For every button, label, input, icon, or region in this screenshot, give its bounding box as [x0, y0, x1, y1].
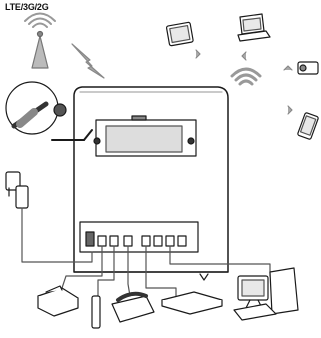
router-device — [74, 87, 228, 280]
projector-icon — [298, 62, 318, 74]
desktop-computer-icon — [234, 268, 298, 320]
wireless-bolt-icon — [72, 44, 104, 78]
cell-tower-icon — [25, 14, 55, 69]
smartphone-icon — [297, 112, 318, 139]
telephone-icon — [112, 294, 154, 322]
tablet-icon — [166, 22, 193, 46]
printer-icon — [38, 286, 78, 316]
network-switch-icon — [162, 292, 222, 314]
pen-usb-icon — [92, 296, 100, 328]
wifi-signal-icon — [232, 69, 260, 84]
network-type-label: LTE/3G/2G — [5, 2, 49, 12]
laptop-icon — [238, 14, 270, 41]
